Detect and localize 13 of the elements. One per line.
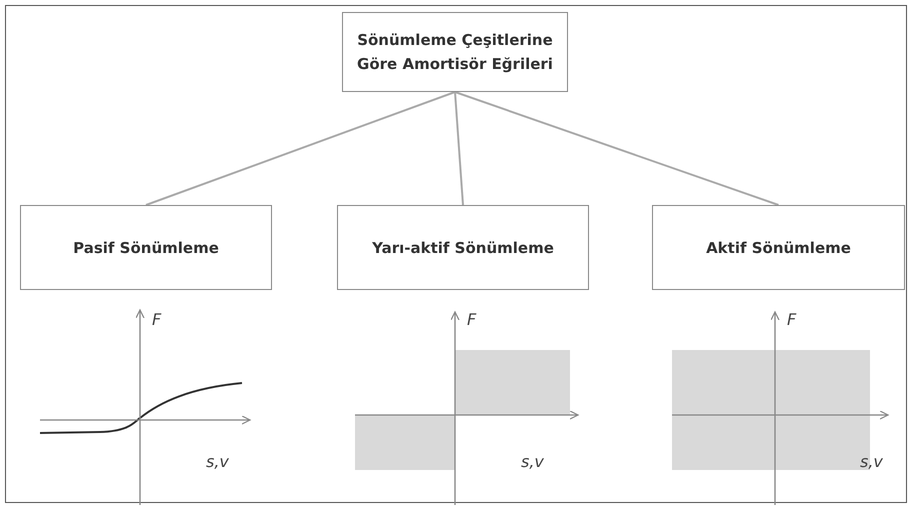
- axis-label: s,v: [521, 452, 544, 471]
- category-box: Yarı-aktif Sönümleme: [337, 205, 589, 290]
- connector-line: [146, 91, 456, 206]
- axis-label: F: [787, 310, 796, 329]
- category-box: Pasif Sönümleme: [20, 205, 272, 290]
- connector-line: [454, 91, 779, 206]
- axis-label: F: [467, 310, 476, 329]
- axis-label: s,v: [206, 452, 229, 471]
- category-box: Aktif Sönümleme: [652, 205, 905, 290]
- connector-line: [454, 92, 464, 206]
- axis-label: F: [152, 310, 162, 329]
- category-box: Sönümleme Çeşitlerine Göre Amortisör Eğrileri: [342, 12, 568, 92]
- axis-label: s,v: [860, 452, 883, 471]
